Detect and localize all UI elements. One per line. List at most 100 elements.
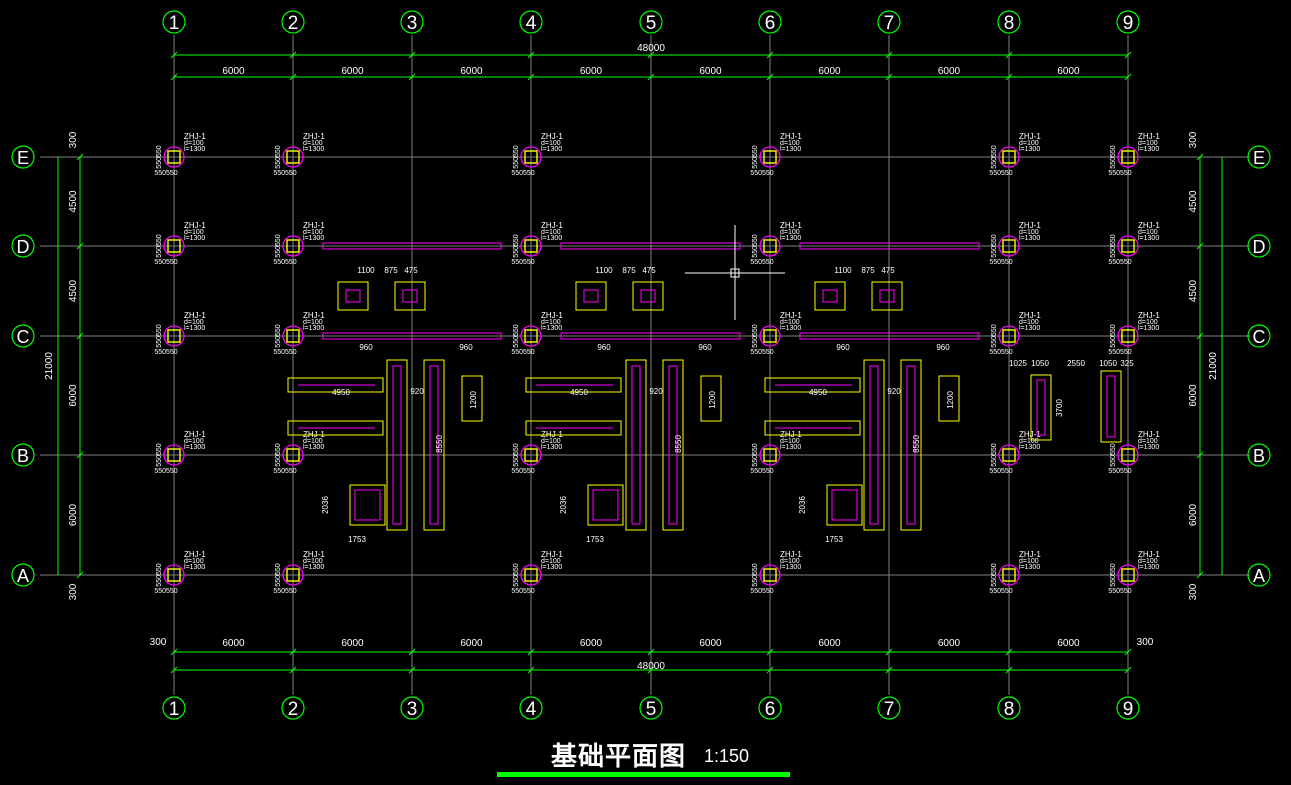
pile-label: ZHJ-1: [780, 550, 802, 559]
column-square: [763, 448, 777, 462]
right-dim: 1025: [1009, 359, 1027, 368]
core-dim: 920: [410, 387, 424, 396]
dim-tick: [289, 51, 297, 59]
stair-strip: [662, 359, 684, 531]
pile-label: ZHJ-1: [1138, 311, 1160, 320]
pile-cap-circle: [520, 325, 542, 347]
pile-depth: l=1300: [1019, 444, 1040, 451]
dim-bay-3: 6000: [460, 66, 483, 77]
axis-label-4: 4: [526, 13, 537, 34]
core-dim-top: 1100: [595, 266, 613, 275]
pile-elev: d=100: [541, 558, 561, 565]
column-square: [524, 150, 538, 164]
core-dim: 960: [459, 343, 473, 352]
pad-inner: [879, 289, 895, 303]
dim-bay-3: 6000: [460, 638, 483, 649]
axis-bubble-8: [997, 696, 1021, 720]
pile-label: ZHJ-1: [303, 311, 325, 320]
pile-depth: l=1300: [1019, 235, 1040, 242]
axis-bubble-9: [1116, 696, 1140, 720]
core-dim: 2036: [798, 496, 807, 514]
axis-label-A: A: [1253, 566, 1265, 586]
dim-tick: [1124, 648, 1132, 656]
pile-cap-circle: [1117, 444, 1139, 466]
pile-cap-circle: [998, 325, 1020, 347]
dim-edge-bottom-right-v: 300: [1188, 583, 1199, 600]
pile-size-x: 550550: [511, 588, 534, 595]
pile-size-x: 550550: [154, 170, 177, 177]
pile-depth: l=1300: [780, 564, 801, 571]
axis-bubble-2: [281, 10, 305, 34]
pile-size-x: 550550: [750, 170, 773, 177]
column-square: [524, 329, 538, 343]
pile-cap-circle: [282, 444, 304, 466]
column-square: [1002, 150, 1016, 164]
horizontal-strip: [287, 420, 384, 436]
pile-label: ZHJ-1: [184, 550, 206, 559]
core-dim: 1200: [708, 391, 717, 409]
axis-label-C: C: [1253, 327, 1266, 347]
horizontal-strip: [764, 377, 861, 393]
pile-cap-circle: [759, 444, 781, 466]
pile-size-y: 550550: [513, 145, 520, 168]
column-square: [1121, 448, 1135, 462]
core-dim: 1200: [946, 391, 955, 409]
dim-tick: [289, 666, 297, 674]
pile-size-x: 550550: [1108, 468, 1131, 475]
elevator-pit: [349, 484, 386, 526]
dim-tick: [76, 242, 84, 250]
axis-label-7: 7: [884, 13, 895, 34]
pile-cap-circle: [998, 564, 1020, 586]
axis-label-5: 5: [646, 699, 657, 720]
dim-tick: [408, 73, 416, 81]
core-dim-top: 475: [404, 266, 418, 275]
axis-label-6: 6: [765, 13, 776, 34]
pile-label: ZHJ-1: [1019, 430, 1041, 439]
pile-elev: d=100: [541, 229, 561, 236]
dim-bay-1: 6000: [222, 638, 245, 649]
pile-elev: d=100: [1138, 229, 1158, 236]
pile-elev: d=100: [1019, 438, 1039, 445]
column-square: [763, 568, 777, 582]
column-square: [1121, 568, 1135, 582]
dim-tick: [289, 73, 297, 81]
pile-cap-circle: [520, 444, 542, 466]
pile-label: ZHJ-1: [184, 132, 206, 141]
axis-label-D: D: [17, 237, 30, 257]
axis-label-3: 3: [407, 13, 418, 34]
pile-depth: l=1300: [1019, 146, 1040, 153]
core-dim-top: 1100: [834, 266, 852, 275]
pile-size-y: 550550: [156, 563, 163, 586]
pile-cap-circle: [759, 325, 781, 347]
pile-size-x: 550550: [1108, 588, 1131, 595]
stair-strip-inner: [869, 365, 879, 525]
dim-tick: [527, 51, 535, 59]
pile-depth: l=1300: [1019, 564, 1040, 571]
strip-footing-c: [322, 332, 502, 340]
column-square: [1002, 239, 1016, 253]
column-square: [286, 239, 300, 253]
axis-label-4: 4: [526, 699, 537, 720]
pile-label: ZHJ-1: [184, 221, 206, 230]
axis-label-C: C: [17, 327, 30, 347]
pile-elev: d=100: [1138, 319, 1158, 326]
column-square: [286, 150, 300, 164]
pile-cap-circle: [998, 444, 1020, 466]
axis-bubble-E: [1247, 145, 1271, 169]
pile-size-x: 550550: [989, 468, 1012, 475]
pile-depth: l=1300: [541, 564, 562, 571]
strip-footing-d: [322, 242, 502, 250]
core-dim: 4950: [809, 388, 827, 397]
dim-tick: [170, 51, 178, 59]
elevator-pit-inner: [354, 489, 381, 521]
dim-tick: [170, 648, 178, 656]
pile-size-y: 550550: [991, 563, 998, 586]
cursor-box: [730, 268, 740, 278]
dim-row-1: 4500: [1188, 190, 1199, 213]
strip-footing-d: [560, 242, 741, 250]
pile-label: ZHJ-1: [780, 311, 802, 320]
pile-size-x: 550550: [1108, 349, 1131, 356]
axis-label-E: E: [1253, 148, 1265, 168]
pile-size-y: 550550: [752, 234, 759, 257]
pile-depth: l=1300: [184, 444, 205, 451]
